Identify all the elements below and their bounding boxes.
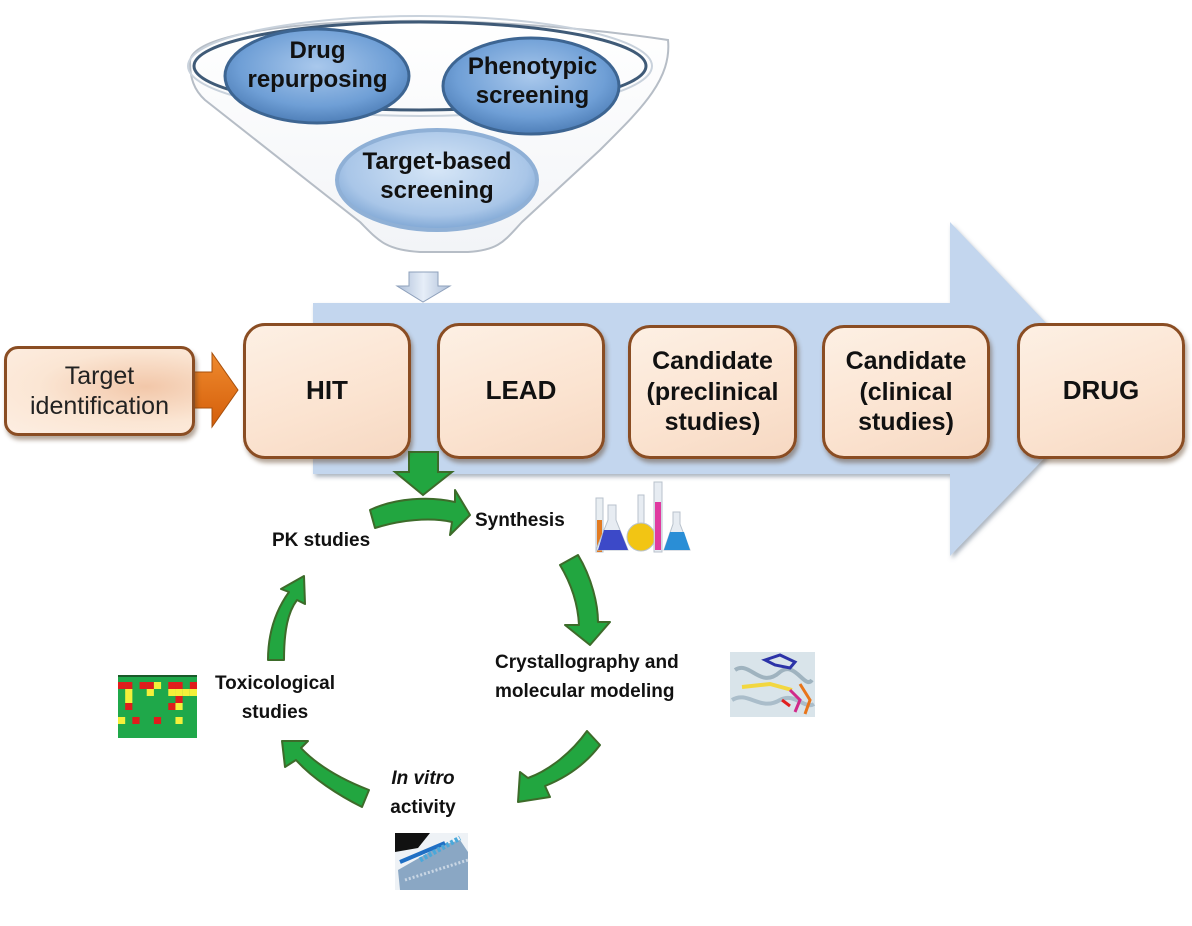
- oval-label-phenotypic-screening: Phenotypic screening: [440, 52, 625, 111]
- hit-down-arrow: [392, 451, 455, 497]
- heatmap-cell: [146, 682, 154, 689]
- heatmap-cell: [168, 689, 176, 696]
- step-line: studies: [241, 701, 309, 723]
- heatmap-cell: [118, 717, 126, 724]
- target-line-2: identification: [30, 392, 169, 420]
- step-line: activity: [390, 796, 456, 818]
- stage-label: LEAD: [485, 375, 557, 406]
- step-synthesis: Synthesis: [475, 510, 565, 531]
- step-line: Crystallography and: [495, 652, 679, 673]
- heatmap-cell: [139, 682, 147, 689]
- heatmap-cell: [146, 689, 154, 696]
- heatmap-cell: [175, 689, 183, 696]
- heatmap-cell: [132, 717, 140, 724]
- step-toxicological-studies: Toxicological studies: [205, 670, 345, 727]
- cycle-arrow-crystallography-to-invitro: [517, 730, 601, 803]
- protein-structure-image: [730, 652, 816, 717]
- heatmap-cell: [189, 682, 197, 689]
- cycle-arrow-invitro-to-toxicology: [281, 740, 370, 808]
- heatmap-cell: [125, 696, 133, 703]
- step-crystallography: Crystallography and molecular modeling: [495, 649, 679, 706]
- cycle-arrow-toxicology-to-pk: [267, 575, 306, 661]
- cycle-arrows: [267, 489, 611, 808]
- oval-text-line: screening: [475, 82, 590, 110]
- heatmap-cell: [118, 682, 126, 689]
- heatmap-cell: [182, 689, 190, 696]
- heatmap-cell: [175, 703, 183, 710]
- oval-text-line: repurposing: [247, 66, 388, 94]
- heatmap-cell: [153, 682, 162, 689]
- stage-label-line: (preclinical: [646, 377, 779, 406]
- heatmap-cell: [125, 689, 133, 696]
- heatmap-cell: [153, 717, 162, 724]
- toxicity-heatmap-image: [118, 675, 197, 738]
- funnel-down-arrow: [395, 271, 452, 303]
- microplate-image: [395, 833, 469, 890]
- lab-glassware-image: [595, 481, 691, 553]
- cycle-arrow-pk-to-synthesis: [369, 489, 471, 536]
- stage-label-line: (clinical: [859, 377, 953, 406]
- stage-candidate-preclinical: Candidate (preclinical studies): [628, 325, 797, 459]
- stage-lead: LEAD: [437, 323, 605, 459]
- target-line-1: Target: [64, 362, 135, 390]
- heatmap-cell: [125, 703, 133, 710]
- oval-drug-repurposing: [223, 27, 411, 125]
- oval-target-based-screening: [335, 128, 539, 232]
- step-line: molecular modeling: [495, 680, 675, 702]
- target-identification-box: Target identification: [4, 346, 195, 436]
- oval-text-line: Phenotypic: [467, 53, 598, 80]
- heatmap-cell: [168, 703, 176, 710]
- step-pk-studies: PK studies: [272, 530, 371, 551]
- oval-label-target-based-screening: Target-based screening: [337, 147, 537, 206]
- stage-label-line: Candidate: [652, 347, 773, 376]
- stage-label: DRUG: [1062, 375, 1140, 406]
- heatmap-top-edge: [118, 675, 197, 677]
- oval-text-line: Target-based: [362, 148, 512, 175]
- stage-candidate-clinical: Candidate (clinical studies): [822, 325, 990, 459]
- oval-text-line: screening: [380, 177, 494, 205]
- heatmap-cell: [175, 717, 183, 724]
- stage-label-line: Candidate: [845, 347, 967, 376]
- step-line: In vitro: [391, 768, 455, 789]
- stage-hit: HIT: [243, 323, 411, 459]
- stage-label-line: studies): [858, 408, 954, 437]
- oval-text-line: Drug: [289, 37, 346, 64]
- cycle-arrow-synthesis-to-crystallography: [559, 554, 611, 646]
- heatmap-cell: [175, 682, 183, 689]
- step-invitro-activity: In vitro activity: [378, 765, 468, 822]
- stage-label-line: studies): [664, 408, 761, 437]
- oval-phenotypic-screening: [441, 36, 621, 136]
- step-line: Toxicological: [214, 673, 335, 694]
- target-input-arrow: [189, 351, 239, 429]
- stage-drug: DRUG: [1017, 323, 1185, 459]
- stage-label: HIT: [306, 375, 348, 406]
- heatmap-cell: [125, 682, 133, 689]
- heatmap-cell: [189, 689, 197, 696]
- heatmap-cell: [168, 682, 176, 689]
- heatmap-cell: [175, 696, 183, 703]
- oval-label-drug-repurposing: Drug repurposing: [225, 36, 410, 95]
